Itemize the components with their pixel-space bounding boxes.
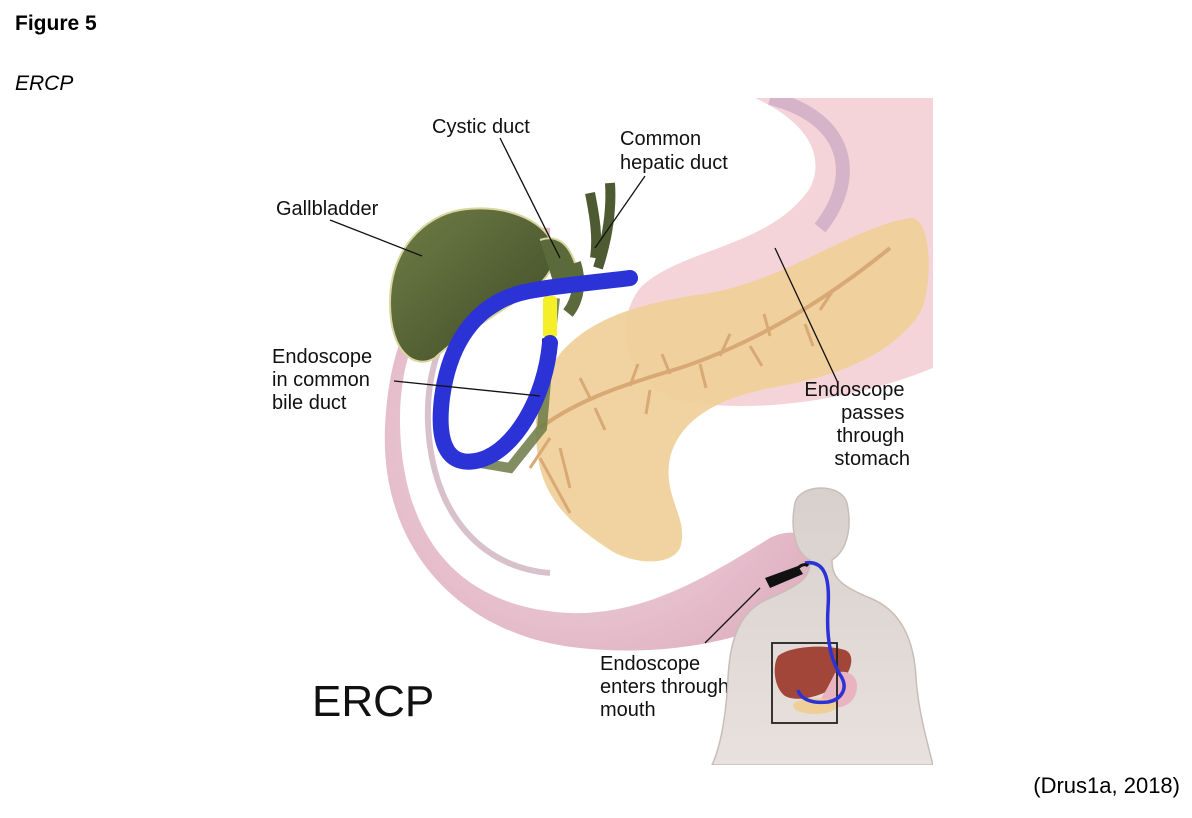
label-endoscope-mouth-line: mouth [600,699,656,721]
label-endoscope-bile-duct: Endoscope in common bile duct [272,346,378,414]
pancreas [535,217,929,562]
ercp-diagram-svg: ERCP Cystic duct Common hepatic duct Gal… [272,98,933,765]
label-endoscope-stomach-line: stomach [834,448,910,470]
ercp-illustration: ERCP Cystic duct Common hepatic duct Gal… [250,98,933,765]
label-common-hepatic-duct-line: Common [620,128,701,150]
figure-title: ERCP [15,72,74,95]
figure-number: Figure 5 [15,12,97,35]
label-endoscope-mouth-line: enters through [600,676,729,698]
pancreatic-branches [528,291,834,514]
inset-endoscope-handle [765,566,803,588]
hepatic-ducts [585,182,616,270]
label-endoscope-bile-duct-line: Endoscope [272,346,372,368]
label-common-hepatic-duct: Common hepatic duct [620,128,728,174]
figure-citation: (Drus1a, 2018) [1033,773,1180,798]
label-endoscope-stomach-line: Endoscope [804,379,904,401]
endoscope-tube [432,270,638,470]
label-common-hepatic-duct-line: hepatic duct [620,152,728,174]
label-cystic-duct-line: Cystic duct [432,116,530,138]
human-body [711,487,933,765]
diagram-heading: ERCP [312,677,434,726]
pancreatic-duct [538,246,892,430]
leader-lines [329,137,839,644]
stomach-fold [768,98,850,233]
label-endoscope-mouth: Endoscope enters through mouth [600,653,735,721]
label-cystic-duct: Cystic duct [432,116,530,138]
label-endoscope-mouth-line: Endoscope [600,653,700,675]
inset-endoscope-tube [796,561,846,705]
inset-human-figure [711,487,933,765]
label-endoscope-stomach-line: passes [841,402,904,424]
label-endoscope-bile-duct-line: bile duct [272,392,347,414]
inset-zoom-box [771,642,838,724]
label-gallbladder: Gallbladder [276,198,379,220]
label-endoscope-stomach-line: through [837,425,905,447]
label-gallbladder-line: Gallbladder [276,198,379,220]
bile-highlight [543,296,557,338]
label-endoscope-stomach: Endoscope passes through stomach [804,379,910,470]
label-endoscope-bile-duct-line: in common [272,369,370,391]
